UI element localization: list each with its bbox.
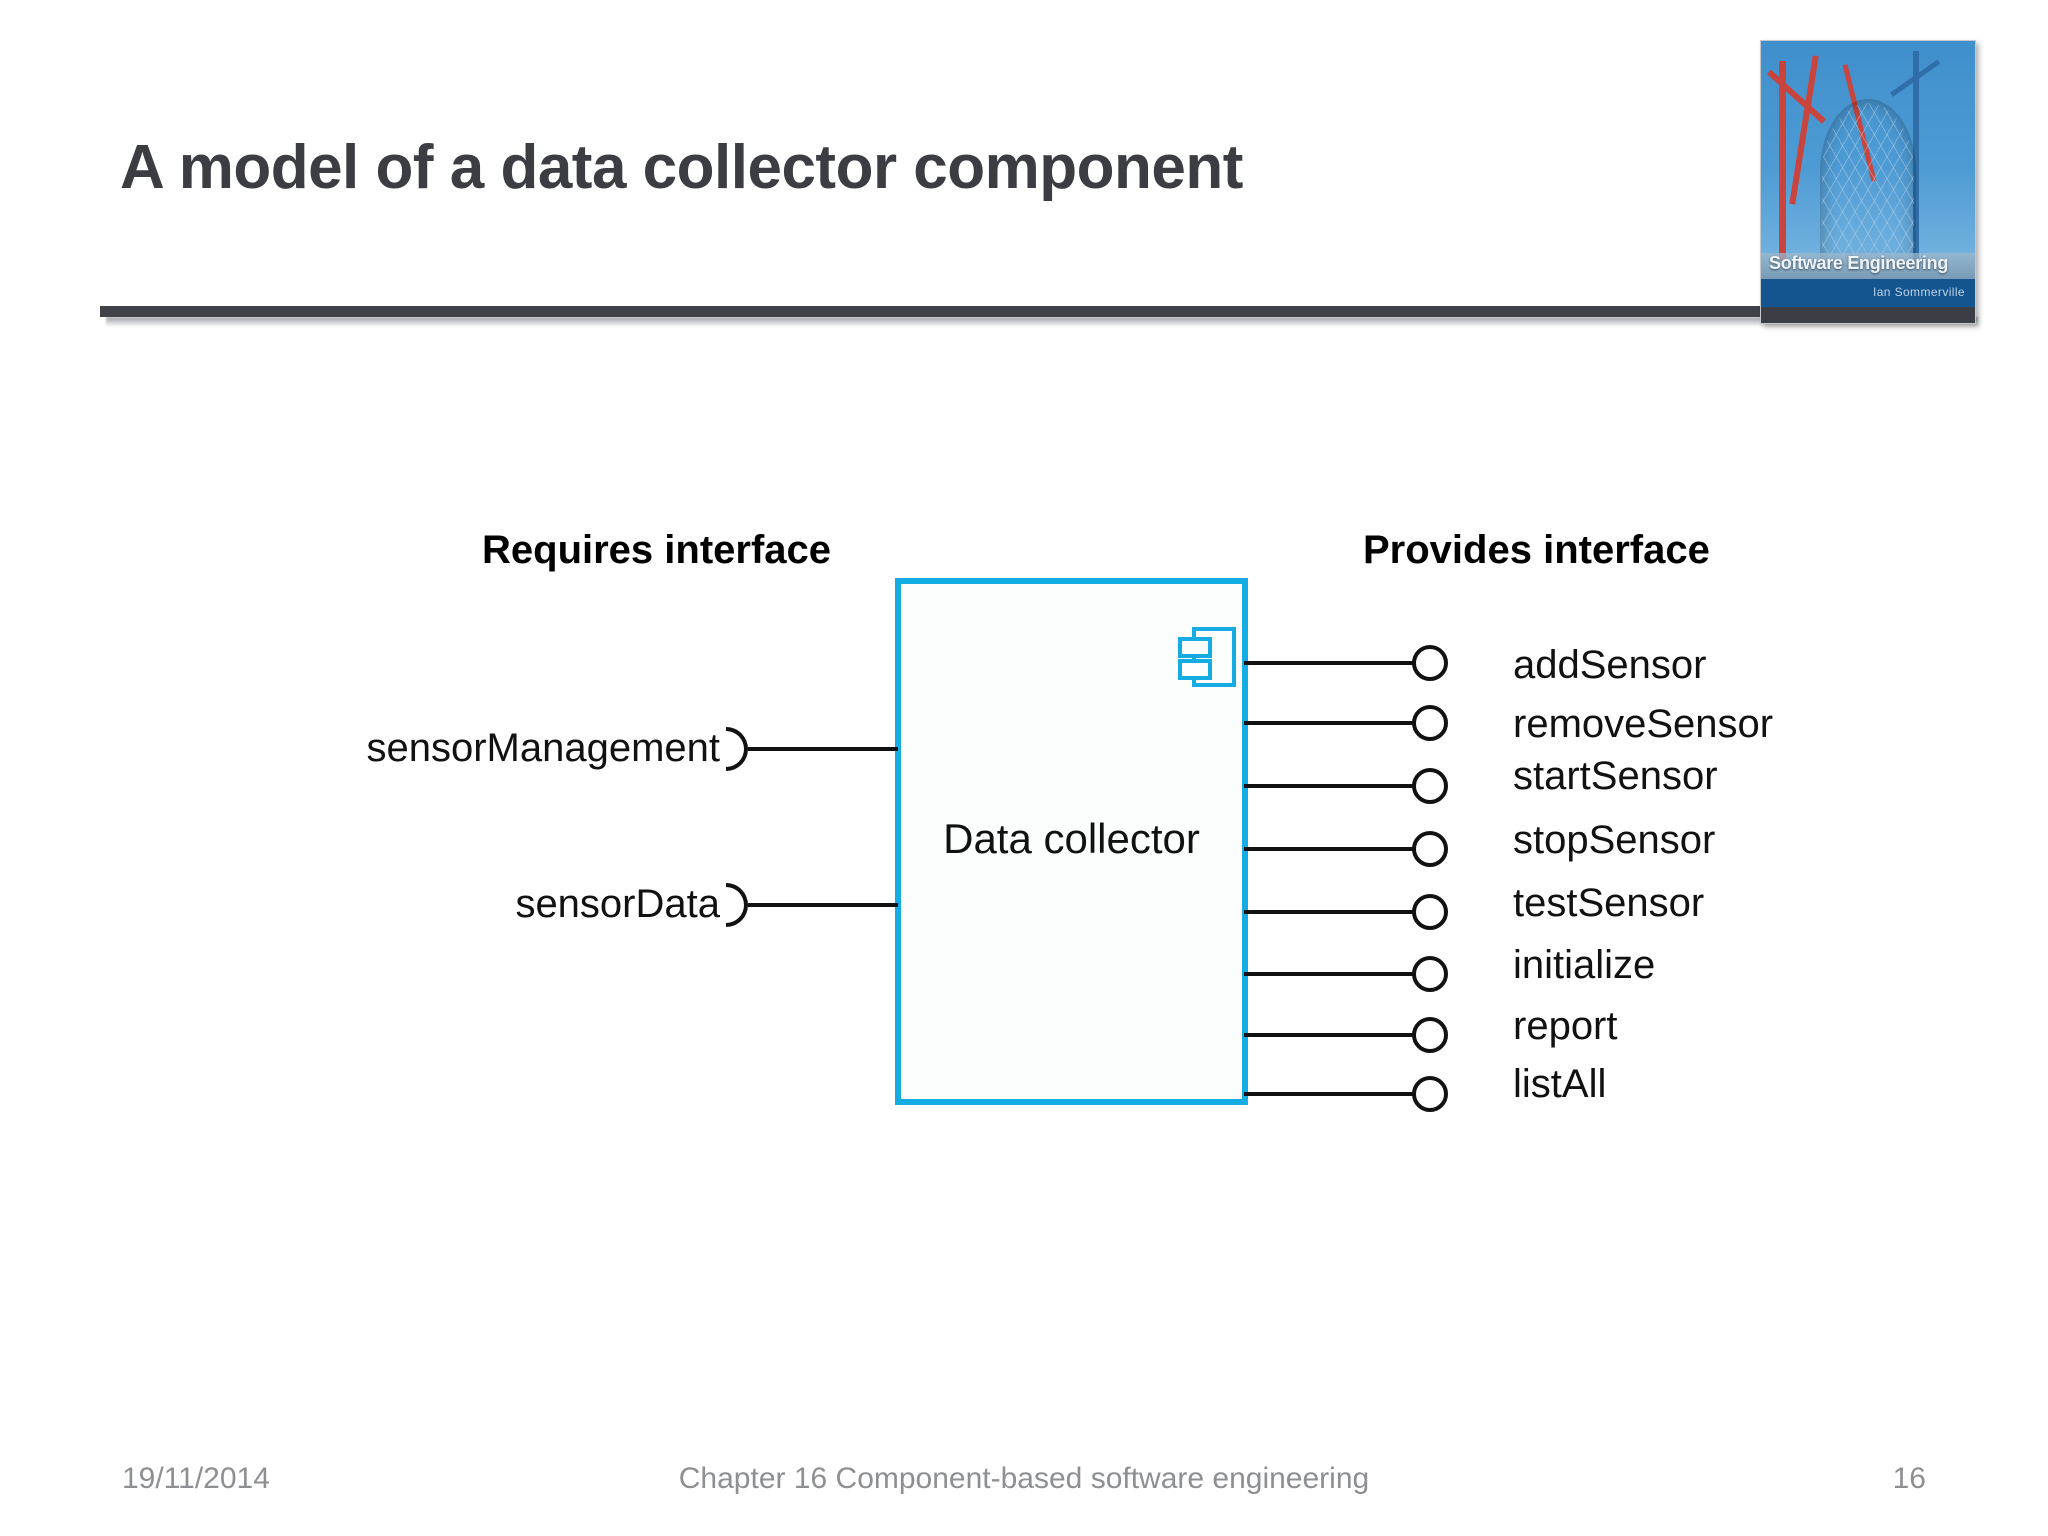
book-cover-title: Software Engineering (1769, 253, 1949, 273)
provided-connector-listAll (1244, 1092, 1414, 1096)
title-divider (100, 306, 1972, 317)
required-interface-label-sensorManagement: sensorManagement (366, 726, 720, 770)
provided-interface-ball-testSensor[interactable] (1412, 894, 1448, 930)
provided-connector-testSensor (1244, 910, 1414, 914)
crane-mast-3-icon (1913, 51, 1919, 261)
provided-interface-label-removeSensor: removeSensor (1513, 702, 1774, 746)
book-cover-bottom-bar (1761, 307, 1975, 323)
book-cover-author: Ian Sommerville (1872, 285, 1965, 299)
page-title: A model of a data collector component (120, 133, 1243, 202)
provided-interface-ball-stopSensor[interactable] (1412, 831, 1448, 867)
required-connector-sensorData (748, 903, 898, 907)
book-cover-ground (1761, 253, 1975, 279)
software-engineering-book-cover-image: Software Engineering Ian Sommerville (1760, 40, 1976, 324)
book-cover-band (1761, 279, 1975, 309)
provided-interface-ball-initialize[interactable] (1412, 956, 1448, 992)
provided-interface-label-startSensor: startSensor (1513, 754, 1718, 798)
component-name-label: Data collector (943, 815, 1200, 862)
provided-connector-startSensor (1244, 784, 1414, 788)
provided-interface-label-initialize: initialize (1513, 943, 1656, 987)
footer-date: 19/11/2014 (122, 1462, 270, 1495)
title-rule-shadow (106, 317, 1978, 327)
provides-interface-header: Provides interface (1363, 528, 1710, 572)
provided-interface-label-listAll: listAll (1513, 1062, 1607, 1106)
provided-interface-label-addSensor: addSensor (1513, 643, 1707, 687)
provided-connector-initialize (1244, 972, 1414, 976)
provided-interface-label-stopSensor: stopSensor (1513, 818, 1716, 862)
provided-connector-addSensor (1244, 661, 1414, 665)
provided-interface-label-testSensor: testSensor (1513, 881, 1705, 925)
requires-interface-header: Requires interface (482, 528, 832, 572)
provided-connector-stopSensor (1244, 847, 1414, 851)
provided-interface-ball-addSensor[interactable] (1412, 645, 1448, 681)
provided-interface-ball-startSensor[interactable] (1412, 768, 1448, 804)
provided-interface-label-report: report (1513, 1004, 1618, 1048)
required-interface-socket-sensorData[interactable] (726, 883, 748, 927)
uml-component-icon (1178, 627, 1236, 687)
provided-interface-ball-report[interactable] (1412, 1017, 1448, 1053)
required-connector-sensorManagement (748, 747, 898, 751)
provided-connector-removeSensor (1244, 721, 1414, 725)
footer-chapter-title: Chapter 16 Component-based software engi… (678, 1462, 1370, 1495)
gherkin-mesh-pattern (1822, 103, 1914, 265)
provided-interface-ball-listAll[interactable] (1412, 1076, 1448, 1112)
required-interface-label-sensorData: sensorData (515, 882, 720, 926)
provided-connector-report (1244, 1033, 1414, 1037)
crane-mast-icon (1779, 61, 1786, 261)
required-interface-socket-sensorManagement[interactable] (726, 727, 748, 771)
footer-page-number: 16 (1892, 1462, 1926, 1495)
provided-interface-ball-removeSensor[interactable] (1412, 705, 1448, 741)
